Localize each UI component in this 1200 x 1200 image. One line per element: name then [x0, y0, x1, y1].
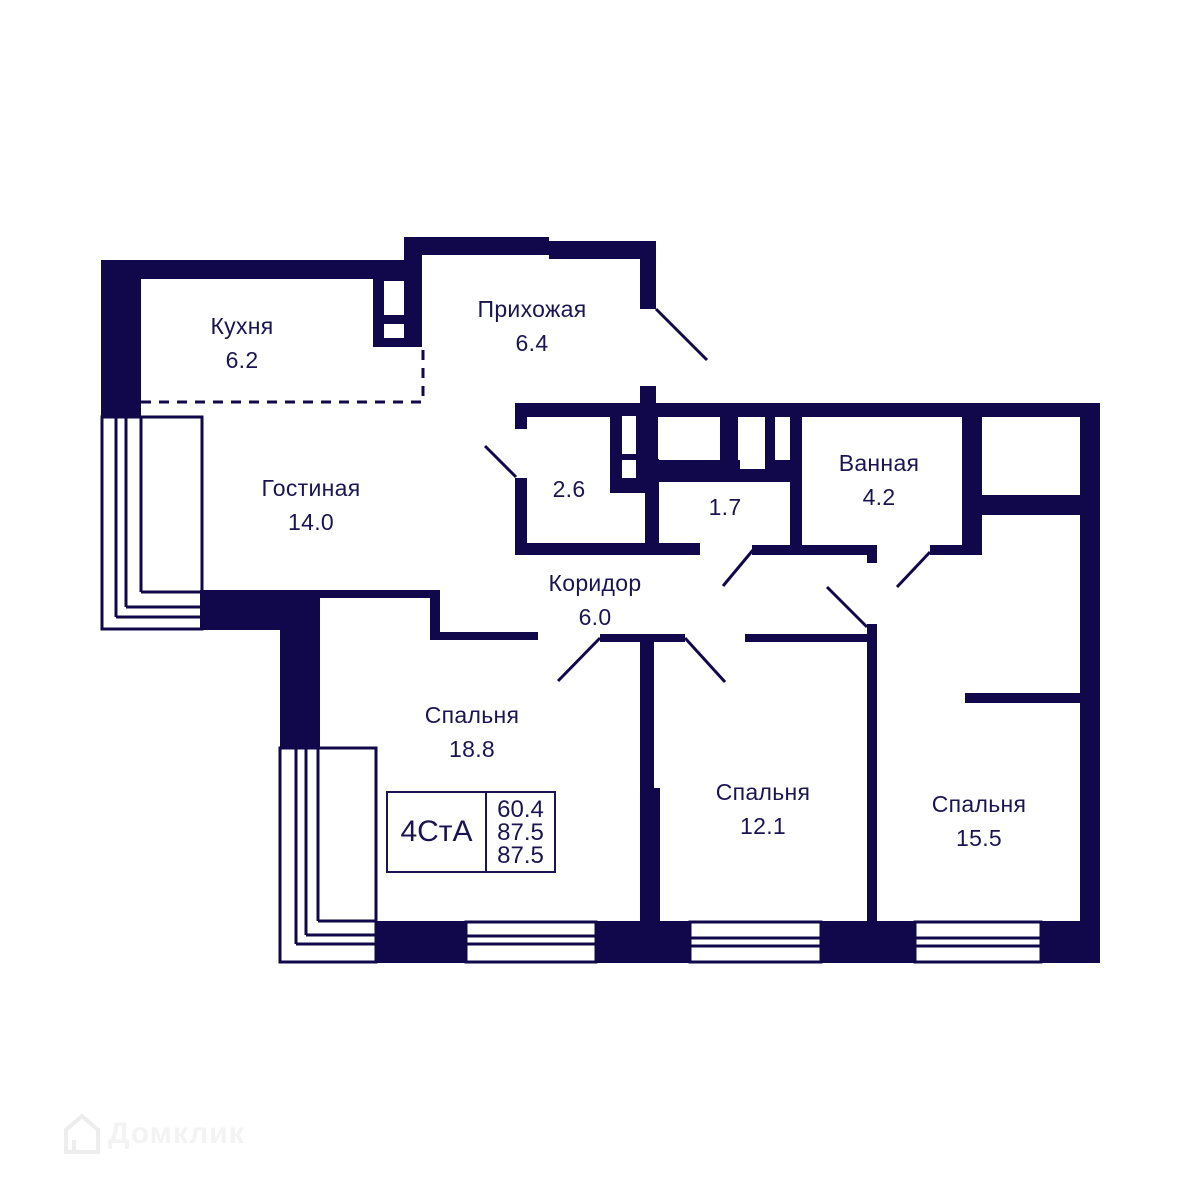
room-label-bathroom: Ванная 4.2: [839, 446, 920, 514]
room-name: Прихожая: [477, 296, 587, 322]
house-logo-icon: [64, 1113, 100, 1154]
room-name: Спальня: [715, 779, 811, 805]
room-area: 14.0: [288, 509, 334, 535]
room-name: Спальня: [931, 791, 1027, 817]
room-area: 6.0: [578, 604, 612, 630]
room-label-kitchen: Кухня 6.2: [210, 309, 273, 377]
room-label-living: Гостиная 14.0: [262, 471, 361, 539]
apartment-code: 4СтА: [388, 793, 487, 871]
room-area: 15.5: [956, 825, 1002, 851]
room-label-bedroom-2: Спальня 12.1: [716, 775, 811, 843]
room-area: 1.7: [708, 494, 742, 520]
room-label-bedroom-1: Спальня 18.8: [425, 698, 520, 766]
room-area: 18.8: [449, 736, 495, 762]
room-area: 4.2: [862, 484, 896, 510]
room-area: 6.4: [515, 330, 549, 356]
domclick-watermark: Домклик: [62, 1112, 245, 1156]
room-name: Коридор: [548, 570, 642, 596]
room-area: 2.6: [552, 476, 586, 502]
room-area: 12.1: [740, 813, 786, 839]
room-name: Кухня: [210, 313, 274, 339]
room-label-corridor: Коридор 6.0: [549, 566, 642, 634]
room-label-wc: 1.7: [709, 490, 742, 524]
room-area: 6.2: [225, 347, 259, 373]
area-total: 87.5: [497, 818, 544, 846]
room-name: Гостиная: [261, 475, 361, 501]
room-label-hallway: Прихожая 6.4: [478, 292, 587, 360]
apartment-areas: 60.4 87.5 87.5: [487, 793, 554, 871]
room-name: Спальня: [424, 702, 520, 728]
watermark-text: Домклик: [108, 1117, 245, 1150]
room-name: Ванная: [838, 450, 920, 476]
room-label-storage: 2.6: [553, 472, 586, 506]
area-total-with-balcony: 87.5: [497, 841, 544, 869]
apartment-type-badge: 4СтА 60.4 87.5 87.5: [386, 791, 556, 873]
area-living: 60.4: [497, 795, 544, 823]
room-label-bedroom-3: Спальня 15.5: [932, 787, 1027, 855]
